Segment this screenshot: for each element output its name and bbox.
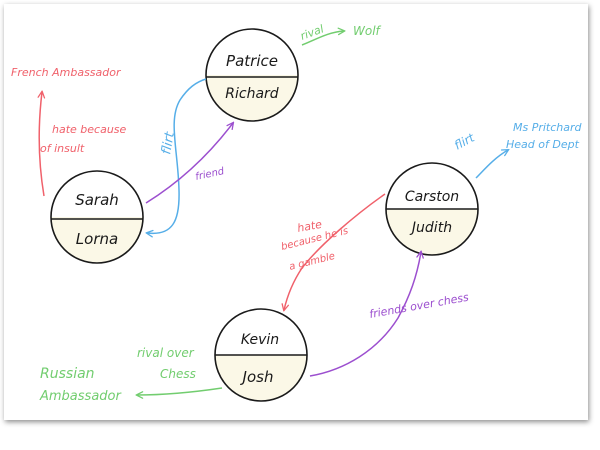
relation-flirt-right: flirt xyxy=(452,130,478,153)
russian-label: Russian xyxy=(40,366,95,382)
edge-flirt-right-arrow xyxy=(475,150,508,179)
french-ambassador-label: French Ambassador xyxy=(11,66,122,79)
node-top-label: Patrice xyxy=(226,52,278,70)
relation-friends-chess: friends over chess xyxy=(368,291,470,321)
edge-rival-chess-arrow xyxy=(137,387,223,395)
node-kevin-josh[interactable]: Kevin Josh xyxy=(214,308,308,402)
relation-flirt-left: flirt xyxy=(159,130,178,156)
node-carston-judith[interactable]: Carston Judith xyxy=(385,162,479,256)
node-top-label: Kevin xyxy=(241,332,279,348)
edge-friends-chess-arrow xyxy=(309,252,421,377)
relation-hate-gamble-line3: a gamble xyxy=(288,251,336,273)
relation-hate-insult-line1: hate because xyxy=(52,123,127,136)
node-circle xyxy=(50,170,144,264)
relation-hate-insult-line2: of insult xyxy=(40,142,85,155)
node-bottom-fill xyxy=(206,75,298,121)
node-bottom-fill xyxy=(215,355,307,401)
edge-friend-arrow xyxy=(145,123,233,204)
node-bottom-label: Judith xyxy=(409,220,452,236)
edge-flirt-left-arrow xyxy=(147,78,207,233)
node-sarah-lorna[interactable]: Sarah Lorna xyxy=(50,170,144,264)
wolf-label: Wolf xyxy=(353,24,382,38)
node-bottom-fill xyxy=(386,209,478,255)
relation-friend: friend xyxy=(194,166,226,183)
node-bottom-label: Richard xyxy=(225,86,279,102)
relation-rival-chess-line1: rival over xyxy=(137,346,195,360)
ms-pritchard-label: Ms Pritchard xyxy=(513,121,583,134)
edge-hate-insult-arrow xyxy=(39,92,44,197)
node-circle xyxy=(205,28,299,122)
relation-rival-chess-line2: Chess xyxy=(160,367,196,381)
edge-hate-gamble-arrow xyxy=(284,193,386,310)
ambassador-label: Ambassador xyxy=(39,389,122,404)
edge-rival-wolf-arrow xyxy=(301,31,344,46)
node-patrice-richard[interactable]: Patrice Richard xyxy=(205,28,299,122)
node-top-label: Sarah xyxy=(75,191,119,209)
relation-rival-wolf: rival xyxy=(299,22,326,42)
node-bottom-fill xyxy=(51,217,143,263)
relation-hate-gamble-line1: hate xyxy=(296,218,323,235)
node-bottom-label: Josh xyxy=(240,368,274,386)
head-of-dept-label: Head of Dept xyxy=(506,138,580,151)
node-top-label: Carston xyxy=(405,189,459,205)
node-bottom-label: Lorna xyxy=(76,230,118,248)
